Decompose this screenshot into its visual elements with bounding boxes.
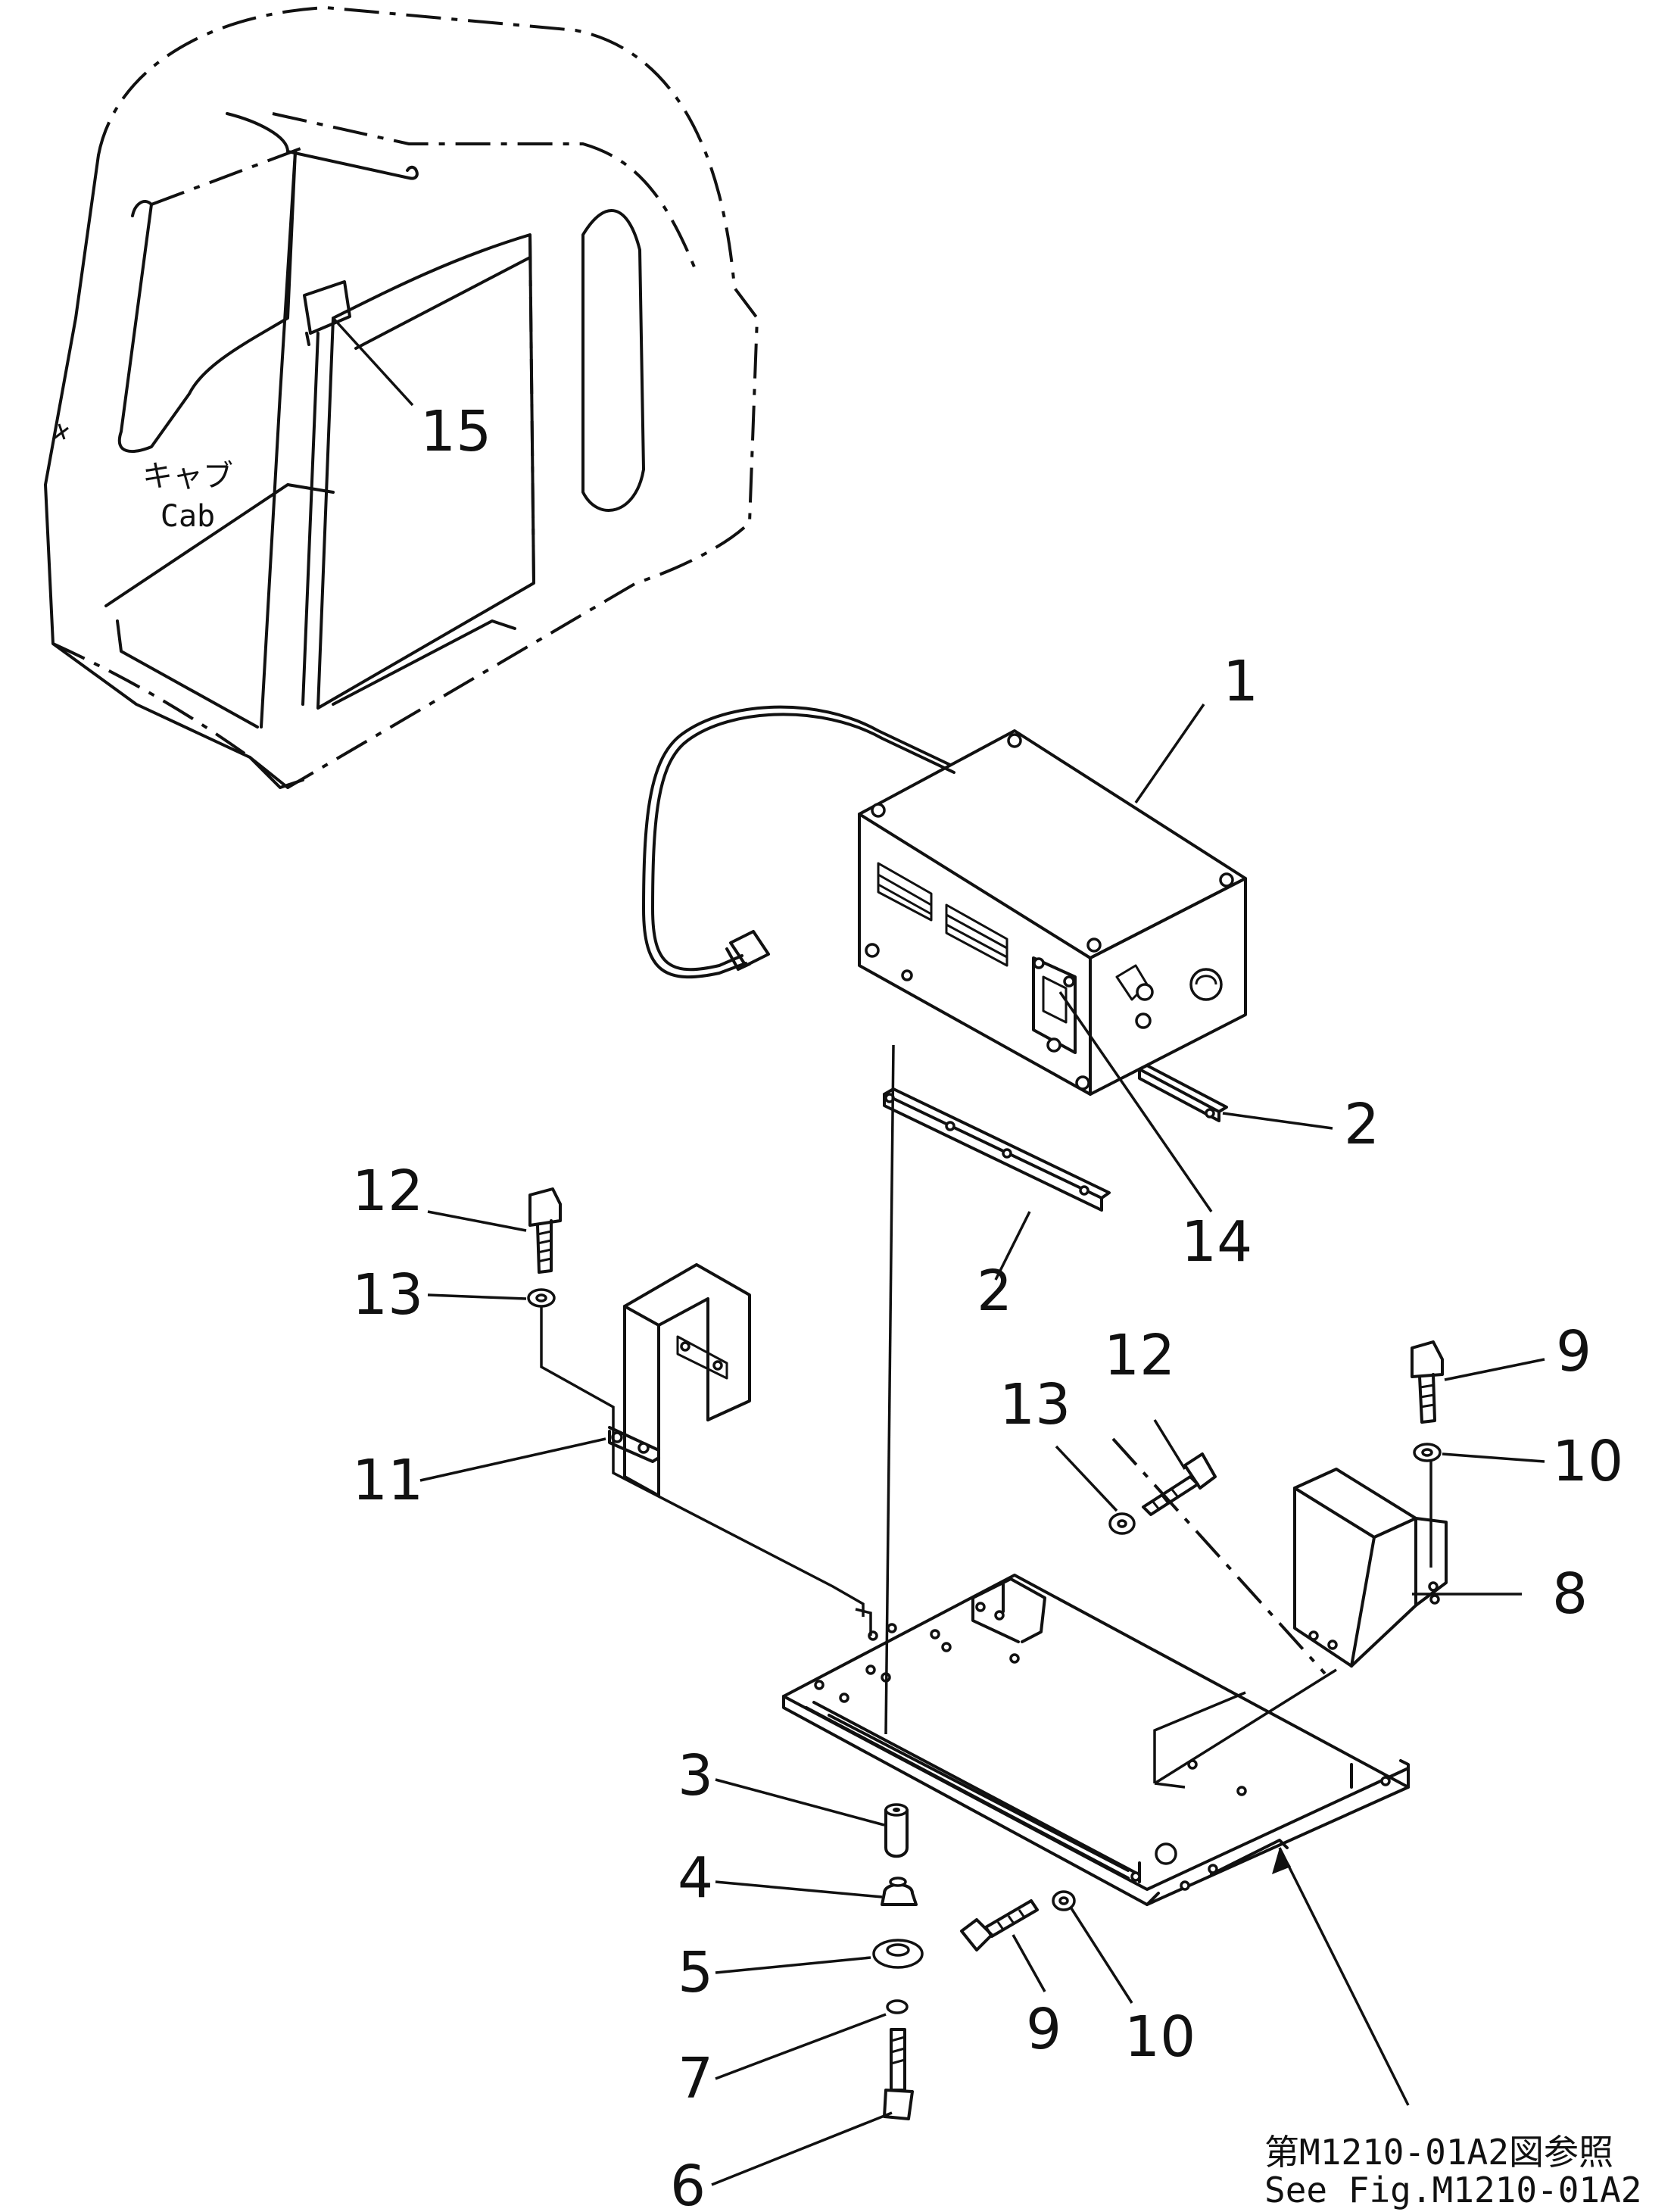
bracket-right — [1293, 1468, 1448, 1668]
callout-13-left: 13 — [352, 1262, 423, 1328]
callout-14: 14 — [1181, 1209, 1252, 1274]
mounting-straps — [883, 1064, 1228, 1212]
callout-1: 1 — [1223, 649, 1258, 714]
callout-9-right: 9 — [1556, 1319, 1591, 1384]
cab-label-jp: キャブ — [142, 459, 233, 494]
callout-5: 5 — [678, 1940, 713, 2005]
cab-label-en: Cab — [161, 499, 215, 534]
leader-lines — [332, 317, 1545, 2186]
mount-stack — [872, 1803, 924, 2120]
callout-10-lower: 10 — [1124, 2005, 1195, 2070]
bracket-left — [608, 1263, 751, 1497]
callout-12-right: 12 — [1104, 1323, 1175, 1388]
mounting-plate — [612, 1044, 1410, 1906]
reference-note-en: See Fig.M1210-01A2 — [1264, 2170, 1642, 2210]
callout-15: 15 — [420, 399, 491, 464]
callout-4: 4 — [678, 1845, 713, 1911]
callout-2-lower: 2 — [977, 1259, 1012, 1324]
callout-labels: 1 2 2 3 4 5 6 7 8 9 9 10 10 11 12 12 13 … — [352, 399, 1623, 2212]
callout-7: 7 — [678, 2046, 713, 2111]
callout-11: 11 — [352, 1448, 423, 1513]
reference-note-jp: 第M1210-01A2図参照 — [1264, 2132, 1613, 2173]
controller-box — [642, 705, 1247, 1096]
callout-6: 6 — [670, 2154, 706, 2212]
reference-arrow — [1272, 1847, 1410, 2106]
callout-8: 8 — [1552, 1562, 1588, 1627]
callout-9-lower: 9 — [1026, 1997, 1061, 2062]
callout-2-right: 2 — [1344, 1092, 1379, 1157]
callout-10-right: 10 — [1552, 1429, 1623, 1494]
callout-13-right: 13 — [999, 1372, 1071, 1437]
callout-3: 3 — [678, 1743, 713, 1808]
callout-12-left: 12 — [352, 1159, 423, 1224]
fasteners — [527, 1187, 1444, 1951]
cab-drawing — [44, 5, 759, 789]
